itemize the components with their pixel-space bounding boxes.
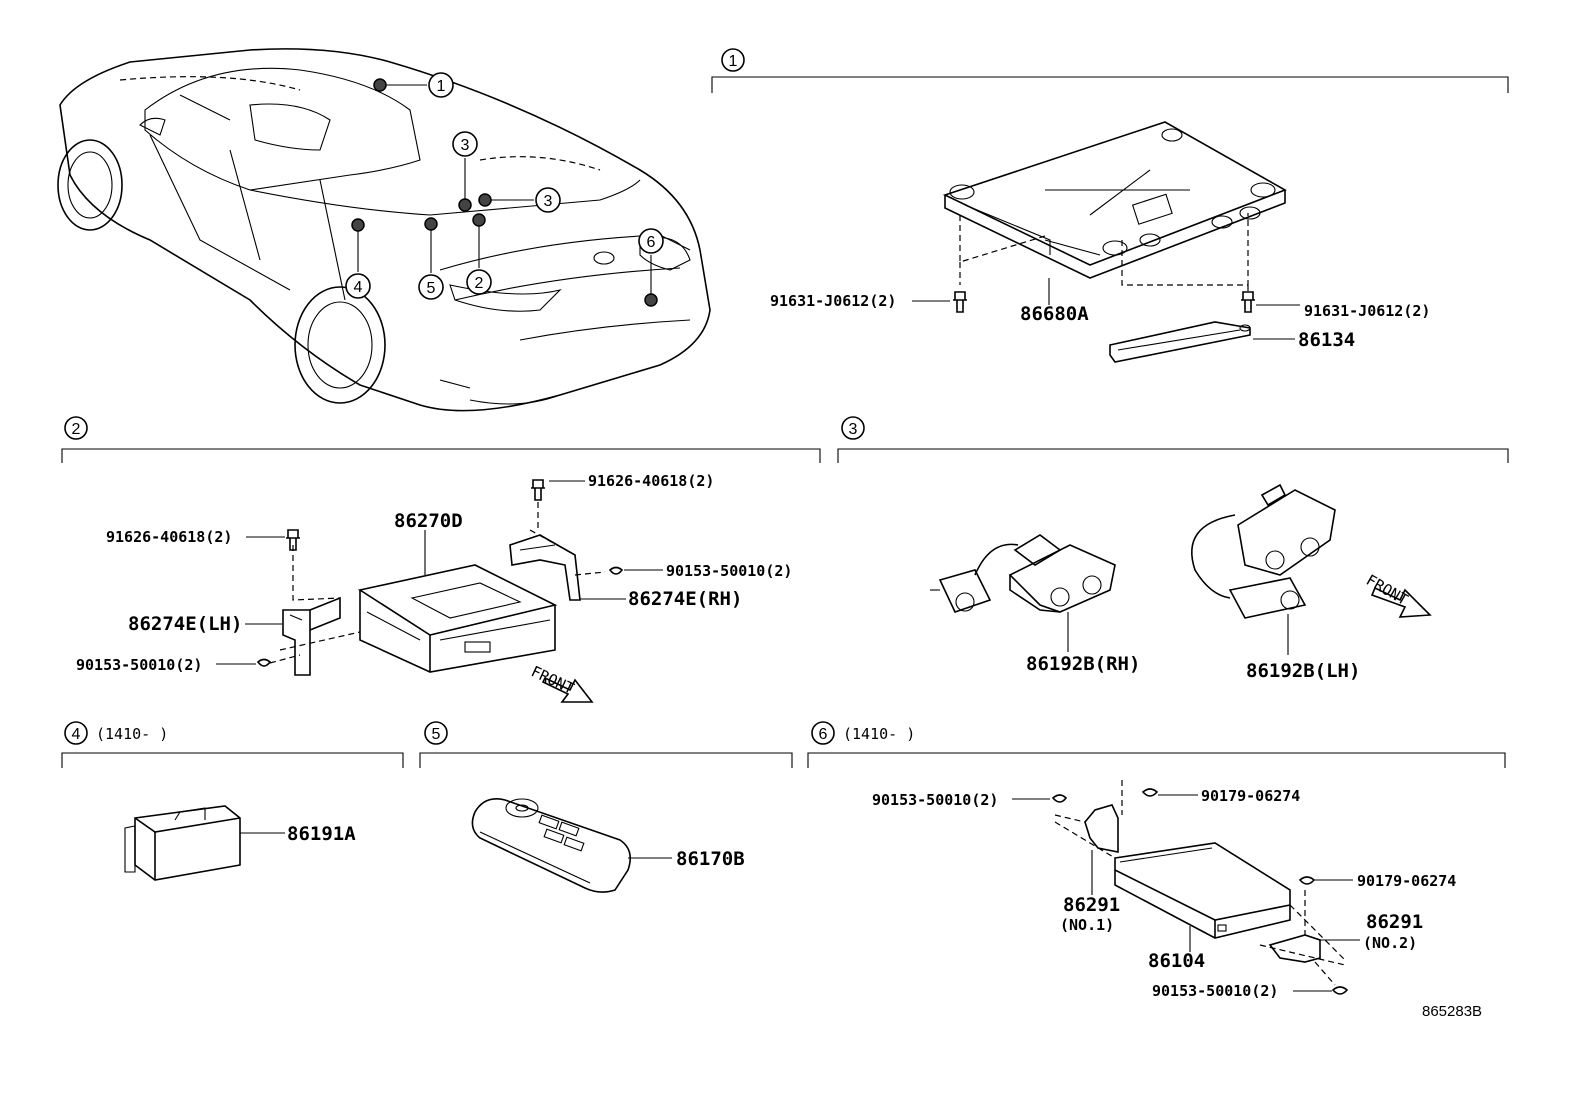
bracket-no2-illustration	[1259, 890, 1346, 986]
front-arrow-icon: FRONT	[528, 662, 594, 703]
part-number: 90153-50010(2)	[76, 656, 202, 674]
section-6: 6 (1410- )	[807, 721, 1506, 1000]
section-1: 1	[711, 48, 1509, 363]
callout-label: 2	[475, 275, 484, 292]
car-illustration	[57, 48, 711, 412]
screw-icon	[1241, 285, 1255, 313]
jack-lh-illustration	[1191, 483, 1336, 619]
callout-label: 1	[437, 78, 446, 95]
module-86191a-illustration	[124, 805, 241, 881]
section-note: (1410- )	[96, 725, 168, 743]
screw-icon	[1051, 794, 1068, 803]
callout-label: 5	[427, 280, 436, 297]
jack-rh-illustration	[930, 534, 1116, 613]
part-number: 86270D	[394, 510, 463, 532]
front-arrow-icon: FRONT	[1363, 571, 1432, 618]
front-label: FRONT	[528, 662, 577, 697]
bracket-lh-illustration	[256, 529, 361, 676]
front-label: FRONT	[1363, 571, 1411, 609]
section-bracket	[837, 448, 1509, 463]
section-bracket	[807, 752, 1506, 768]
section-bracket	[61, 448, 821, 463]
callout-label: 6	[647, 234, 656, 251]
section-bracket	[419, 752, 793, 768]
part-number: 86104	[1148, 950, 1205, 972]
part-number: 86291	[1063, 894, 1120, 916]
section-bracket	[711, 76, 1509, 93]
part-number: 86134	[1298, 329, 1355, 351]
callout-label: 3	[461, 137, 470, 154]
section-note: (1410- )	[843, 725, 915, 743]
part-number: 86274E(RH)	[628, 588, 742, 610]
callout-label: 3	[544, 193, 553, 210]
section-bracket	[61, 752, 404, 768]
part-number: 91631-J0612(2)	[1304, 302, 1430, 320]
section-2: 2	[61, 416, 821, 703]
part-number: 86191A	[287, 823, 356, 845]
part-number: 91626-40618(2)	[106, 528, 232, 546]
part-number: 86291	[1366, 911, 1423, 933]
drawing-id: 865283B	[1422, 1003, 1482, 1020]
part-number: 86192B(LH)	[1246, 660, 1360, 682]
nut-icon	[1141, 788, 1159, 797]
part-number: 86170B	[676, 848, 745, 870]
part-number: 91631-J0612(2)	[770, 292, 896, 310]
nut-icon	[1298, 876, 1316, 885]
bracket-no1-illustration	[1054, 780, 1123, 859]
bracket-86134-illustration	[1109, 321, 1251, 363]
part-number: 90179-06274	[1357, 872, 1456, 890]
car-callout-markers	[351, 78, 658, 307]
part-number: 86274E(LH)	[128, 613, 242, 635]
part-number: 86680A	[1020, 303, 1089, 325]
part-number: 90179-06274	[1201, 787, 1300, 805]
part-number: 90153-50010(2)	[1152, 982, 1278, 1000]
part-number-qualifier: (NO.2)	[1363, 934, 1417, 952]
unit-86270d-illustration	[357, 564, 558, 673]
car-callout-circles: 1 3 3 2 4 5 6	[345, 72, 664, 300]
section-number: 6	[819, 726, 828, 743]
remote-86170b-illustration	[471, 798, 631, 893]
section-3: 3 FRONT 8619	[837, 416, 1509, 682]
section-number: 1	[729, 53, 738, 70]
screw-icon	[1331, 986, 1349, 995]
section-number: 3	[849, 421, 858, 438]
bracket-rh-illustration	[509, 479, 624, 601]
box-86104-illustration	[1114, 842, 1291, 939]
part-number-qualifier: (NO.1)	[1060, 916, 1114, 934]
section-4: 4 (1410- ) 86191A	[61, 721, 404, 881]
section-number: 2	[72, 421, 81, 438]
section-5: 5 86170B	[419, 721, 793, 893]
module-86680a-illustration	[942, 121, 1287, 286]
part-number: 90153-50010(2)	[872, 791, 998, 809]
callout-label: 4	[354, 279, 363, 296]
part-number: 90153-50010(2)	[666, 562, 792, 580]
part-number: 91626-40618(2)	[588, 472, 714, 490]
section-number: 5	[432, 726, 441, 743]
section-number: 4	[72, 726, 81, 743]
part-number: 86192B(RH)	[1026, 653, 1140, 675]
screw-icon	[953, 262, 967, 313]
